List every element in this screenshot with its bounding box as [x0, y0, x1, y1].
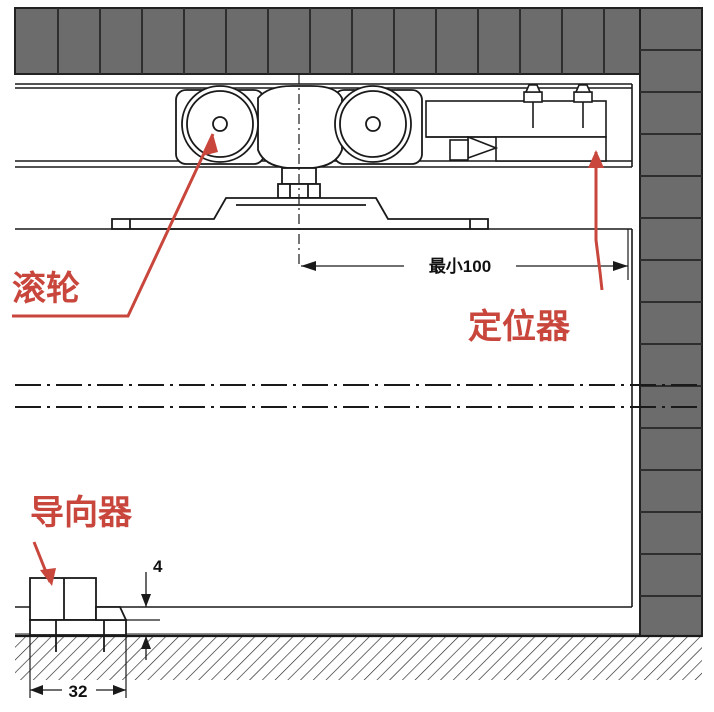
- guide-width-label: 32: [69, 682, 88, 701]
- positioner-label: 定位器: [468, 307, 571, 347]
- guide-label: 导向器: [30, 493, 133, 533]
- roller-carriage: [175, 85, 423, 213]
- dimension-gap-4: 4: [126, 557, 163, 660]
- right-wall: [639, 7, 703, 637]
- ceiling-block: [14, 7, 641, 75]
- annotation-roller: 滚轮: [12, 133, 218, 318]
- break-lines: [15, 384, 702, 408]
- roller-label: 滚轮: [12, 269, 80, 309]
- gap-label: 4: [153, 557, 163, 576]
- annotation-guide: 导向器: [30, 493, 133, 586]
- annotation-positioner: 定位器: [468, 150, 604, 347]
- positioner-stopper: [425, 84, 607, 162]
- dimension-min-100: 最小100: [301, 229, 629, 280]
- floor-guide: [29, 577, 128, 652]
- mounting-plate: [111, 197, 489, 230]
- dimension-width-32: 32: [29, 636, 127, 702]
- door-panel: [15, 228, 633, 608]
- floor: [15, 633, 702, 680]
- min-distance-label: 最小100: [429, 257, 491, 276]
